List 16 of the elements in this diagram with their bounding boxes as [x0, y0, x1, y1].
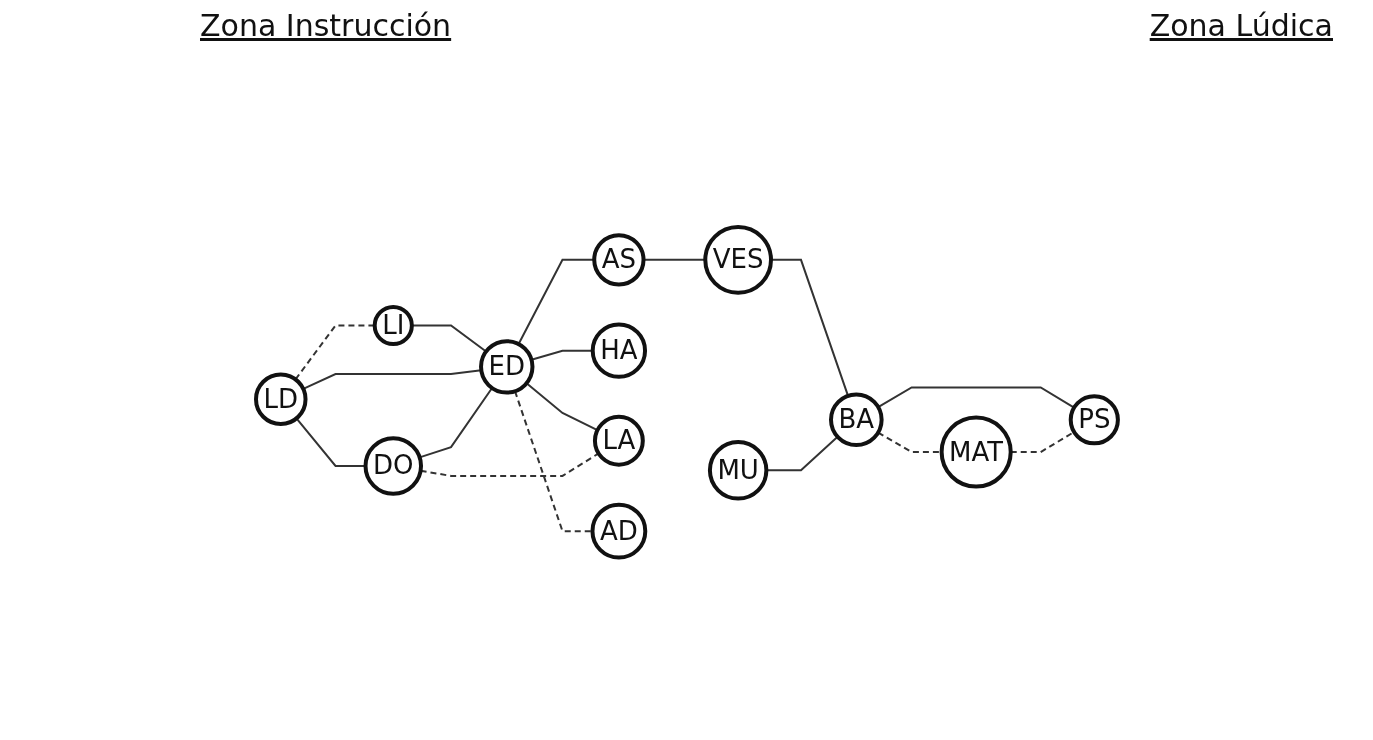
zone-heading: Zona Lúdica [1149, 8, 1333, 45]
node-circle: DO [363, 435, 423, 496]
node-circle: BA [828, 392, 884, 447]
connector [525, 382, 598, 431]
node-circle: MU [707, 439, 768, 501]
node-circle: LD [253, 372, 308, 426]
node-circle: VES [702, 224, 773, 295]
node-circle: LI [372, 304, 414, 346]
node-circle: MAT [939, 415, 1013, 489]
node-circle: AS [591, 232, 646, 287]
node-circle: PS [1068, 393, 1120, 446]
node-circle: ED [478, 338, 534, 395]
node-circle: LA [592, 414, 645, 467]
node-circle: HA [590, 322, 647, 379]
zone-heading: Zona Instrucción [200, 8, 452, 45]
node-circle: AD [590, 502, 647, 560]
